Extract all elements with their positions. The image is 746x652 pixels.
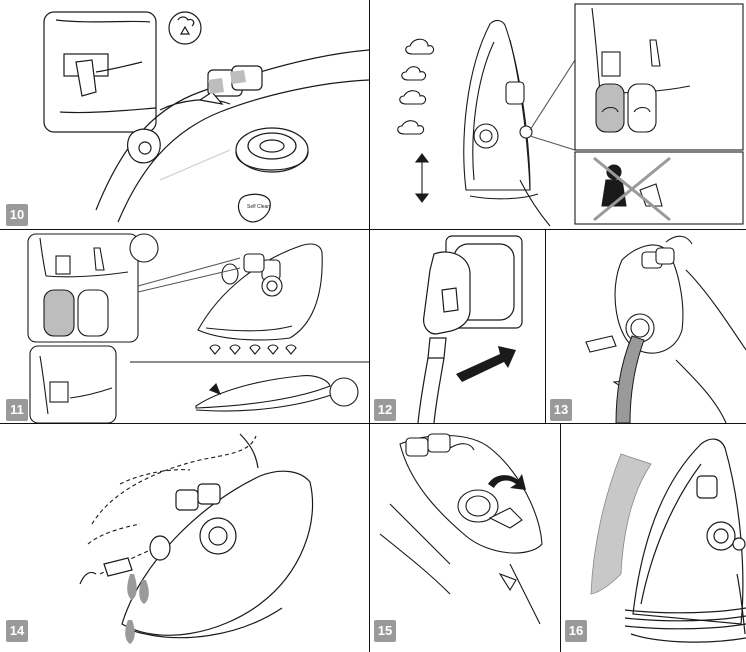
panel-step-15: 15	[370, 424, 560, 652]
illustration-step-12	[370, 230, 545, 423]
panel-step-10: Self Clean 10	[0, 0, 369, 229]
step-badge-16: 16	[565, 620, 587, 642]
illustration-step-16	[561, 424, 746, 652]
panel-step-13: 13	[546, 230, 746, 423]
panel-step-14: 14	[0, 424, 369, 652]
panel-step-12: 12	[370, 230, 545, 423]
illustration-step-11	[0, 230, 369, 423]
panel-step-11: 11	[0, 230, 369, 423]
self-clean-label: Self Clean	[247, 204, 270, 210]
step-badge-13: 13	[550, 399, 572, 421]
steam-drops	[210, 345, 296, 354]
step-badge-14: 14	[6, 620, 28, 642]
illustration-vertical-steam	[370, 0, 746, 229]
illustration-step-10: Self Clean	[0, 0, 369, 229]
unplug-arrow	[456, 346, 516, 382]
illustration-step-15	[370, 424, 560, 652]
illustration-step-13	[546, 230, 746, 423]
step-badge-10: 10	[6, 204, 28, 226]
step-badge-15: 15	[374, 620, 396, 642]
steam-puffs	[398, 39, 434, 134]
step-badge-11: 11	[6, 399, 28, 421]
panel-step-16: 16	[561, 424, 746, 652]
illustration-step-14	[0, 424, 369, 652]
step-badge-12: 12	[374, 399, 396, 421]
panel-step-10-vertical	[370, 0, 746, 229]
